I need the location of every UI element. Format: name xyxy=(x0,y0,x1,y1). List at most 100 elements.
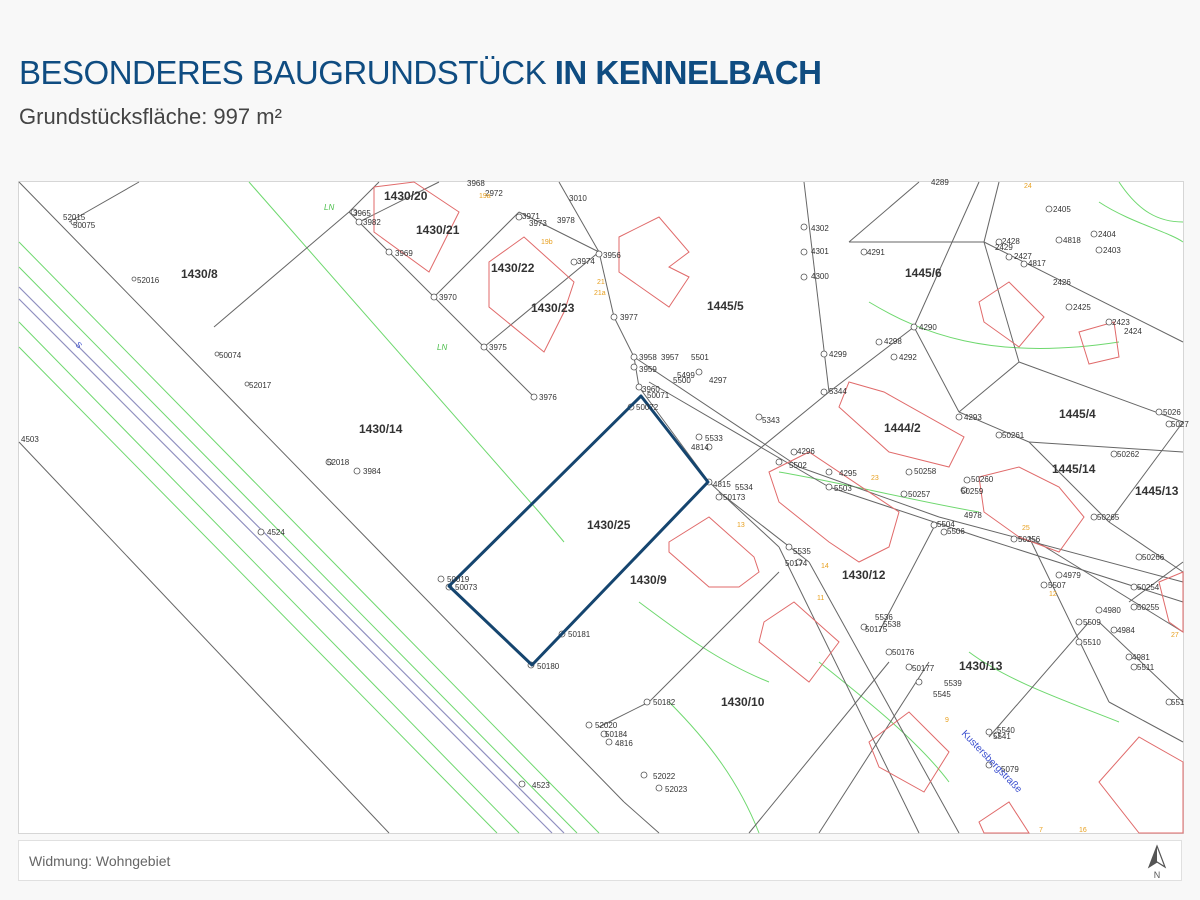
svg-text:50258: 50258 xyxy=(914,467,937,476)
svg-text:5504: 5504 xyxy=(937,520,955,529)
building xyxy=(838,381,965,468)
svg-text:50257: 50257 xyxy=(908,490,931,499)
building xyxy=(668,516,760,588)
parcel-label: 1445/14 xyxy=(1052,462,1096,476)
svg-text:5503: 5503 xyxy=(834,484,852,493)
parcel-label: 1430/20 xyxy=(384,189,428,203)
svg-text:5507: 5507 xyxy=(1048,581,1066,590)
parcel-label: 1430/25 xyxy=(587,518,631,532)
svg-text:3956: 3956 xyxy=(603,251,621,260)
svg-text:4980: 4980 xyxy=(1103,606,1121,615)
cadastral-map[interactable]: 1430/20 1430/21 1430/22 1430/23 1430/8 1… xyxy=(18,178,1189,834)
svg-text:3957: 3957 xyxy=(661,353,679,362)
svg-text:50176: 50176 xyxy=(892,648,915,657)
svg-text:52016: 52016 xyxy=(137,276,160,285)
point-numbers: 52015 50075 52016 50074 52017 4503 52018… xyxy=(21,178,1189,794)
svg-text:50260: 50260 xyxy=(971,475,994,484)
svg-text:3971: 3971 xyxy=(522,212,540,221)
svg-text:2426: 2426 xyxy=(1053,278,1071,287)
svg-text:2972: 2972 xyxy=(485,189,503,198)
svg-text:4291: 4291 xyxy=(867,248,885,257)
svg-text:50175: 50175 xyxy=(865,625,888,634)
building xyxy=(978,801,1030,834)
svg-text:52020: 52020 xyxy=(595,721,618,730)
svg-text:5499: 5499 xyxy=(677,371,695,380)
svg-text:4978: 4978 xyxy=(964,511,982,520)
parcel-label: 1430/13 xyxy=(959,659,1003,673)
parcel-label: 1430/12 xyxy=(842,568,886,582)
svg-text:50261: 50261 xyxy=(1002,431,1025,440)
svg-text:4814: 4814 xyxy=(691,443,709,452)
svg-text:50074: 50074 xyxy=(219,351,242,360)
svg-text:12: 12 xyxy=(1049,591,1057,598)
green-lines xyxy=(18,181,1184,834)
svg-text:5501: 5501 xyxy=(691,353,709,362)
house-numbers: 24 21 19b 19a 21a 13 14 11 9 25 23 12 27… xyxy=(479,183,1179,834)
svg-text:5027: 5027 xyxy=(1171,420,1189,429)
svg-text:50181: 50181 xyxy=(568,630,591,639)
svg-text:14: 14 xyxy=(821,563,829,570)
svg-text:5541: 5541 xyxy=(993,732,1011,741)
svg-text:4818: 4818 xyxy=(1063,236,1081,245)
svg-text:52018: 52018 xyxy=(327,458,350,467)
svg-text:LN: LN xyxy=(437,343,447,352)
svg-text:S: S xyxy=(74,340,84,350)
building xyxy=(373,181,460,273)
map-canvas: 1430/20 1430/21 1430/22 1430/23 1430/8 1… xyxy=(18,178,1189,834)
plot-area-subtitle: Grundstücksfläche: 997 m² xyxy=(19,104,282,129)
svg-text:3978: 3978 xyxy=(557,216,575,225)
svg-text:3960: 3960 xyxy=(642,385,660,394)
building xyxy=(1158,571,1184,633)
svg-text:3968: 3968 xyxy=(467,179,485,188)
svg-text:52023: 52023 xyxy=(665,785,688,794)
svg-text:LN: LN xyxy=(324,203,334,212)
parcel-label: 1445/6 xyxy=(905,266,942,280)
svg-text:4815: 4815 xyxy=(713,480,731,489)
building xyxy=(1078,321,1120,365)
svg-text:4290: 4290 xyxy=(919,323,937,332)
svg-text:52022: 52022 xyxy=(653,772,676,781)
parcel-labels: 1430/20 1430/21 1430/22 1430/23 1430/8 1… xyxy=(181,189,1179,709)
svg-text:3984: 3984 xyxy=(363,467,381,476)
svg-text:5511: 5511 xyxy=(1137,663,1155,672)
svg-text:3965: 3965 xyxy=(353,209,371,218)
svg-text:5510: 5510 xyxy=(1083,638,1101,647)
svg-text:50180: 50180 xyxy=(537,662,560,671)
svg-text:4816: 4816 xyxy=(615,739,633,748)
svg-text:4293: 4293 xyxy=(964,413,982,422)
svg-text:551: 551 xyxy=(1171,698,1185,707)
svg-text:3959: 3959 xyxy=(639,365,657,374)
svg-text:3974: 3974 xyxy=(577,257,595,266)
parcel-label: 1445/13 xyxy=(1135,484,1179,498)
svg-text:52017: 52017 xyxy=(249,381,272,390)
svg-text:2429: 2429 xyxy=(995,243,1013,252)
svg-text:4296: 4296 xyxy=(797,447,815,456)
svg-text:27: 27 xyxy=(1171,632,1179,639)
svg-text:5509: 5509 xyxy=(1083,618,1101,627)
parcel-label: 1430/14 xyxy=(359,422,403,436)
svg-text:4524: 4524 xyxy=(267,528,285,537)
svg-text:3976: 3976 xyxy=(539,393,557,402)
svg-text:4503: 4503 xyxy=(21,435,39,444)
svg-text:5535: 5535 xyxy=(793,547,811,556)
svg-text:5343: 5343 xyxy=(762,416,780,425)
svg-text:2424: 2424 xyxy=(1124,327,1142,336)
building xyxy=(618,216,690,308)
svg-text:2405: 2405 xyxy=(1053,205,1071,214)
building xyxy=(978,466,1085,553)
parcel-lines xyxy=(18,181,1184,834)
svg-text:50259: 50259 xyxy=(961,487,984,496)
svg-text:50073: 50073 xyxy=(455,583,478,592)
svg-text:23: 23 xyxy=(871,475,879,482)
svg-text:4299: 4299 xyxy=(829,350,847,359)
building-plot-outline[interactable] xyxy=(447,394,710,667)
building xyxy=(768,451,900,563)
svg-text:5500: 5500 xyxy=(673,376,691,385)
svg-text:50071: 50071 xyxy=(647,391,670,400)
svg-text:21: 21 xyxy=(597,279,605,286)
svg-text:3975: 3975 xyxy=(489,343,507,352)
svg-text:4300: 4300 xyxy=(811,272,829,281)
svg-text:19a: 19a xyxy=(479,193,491,200)
svg-text:4295: 4295 xyxy=(839,469,857,478)
north-label: N xyxy=(1154,870,1161,880)
